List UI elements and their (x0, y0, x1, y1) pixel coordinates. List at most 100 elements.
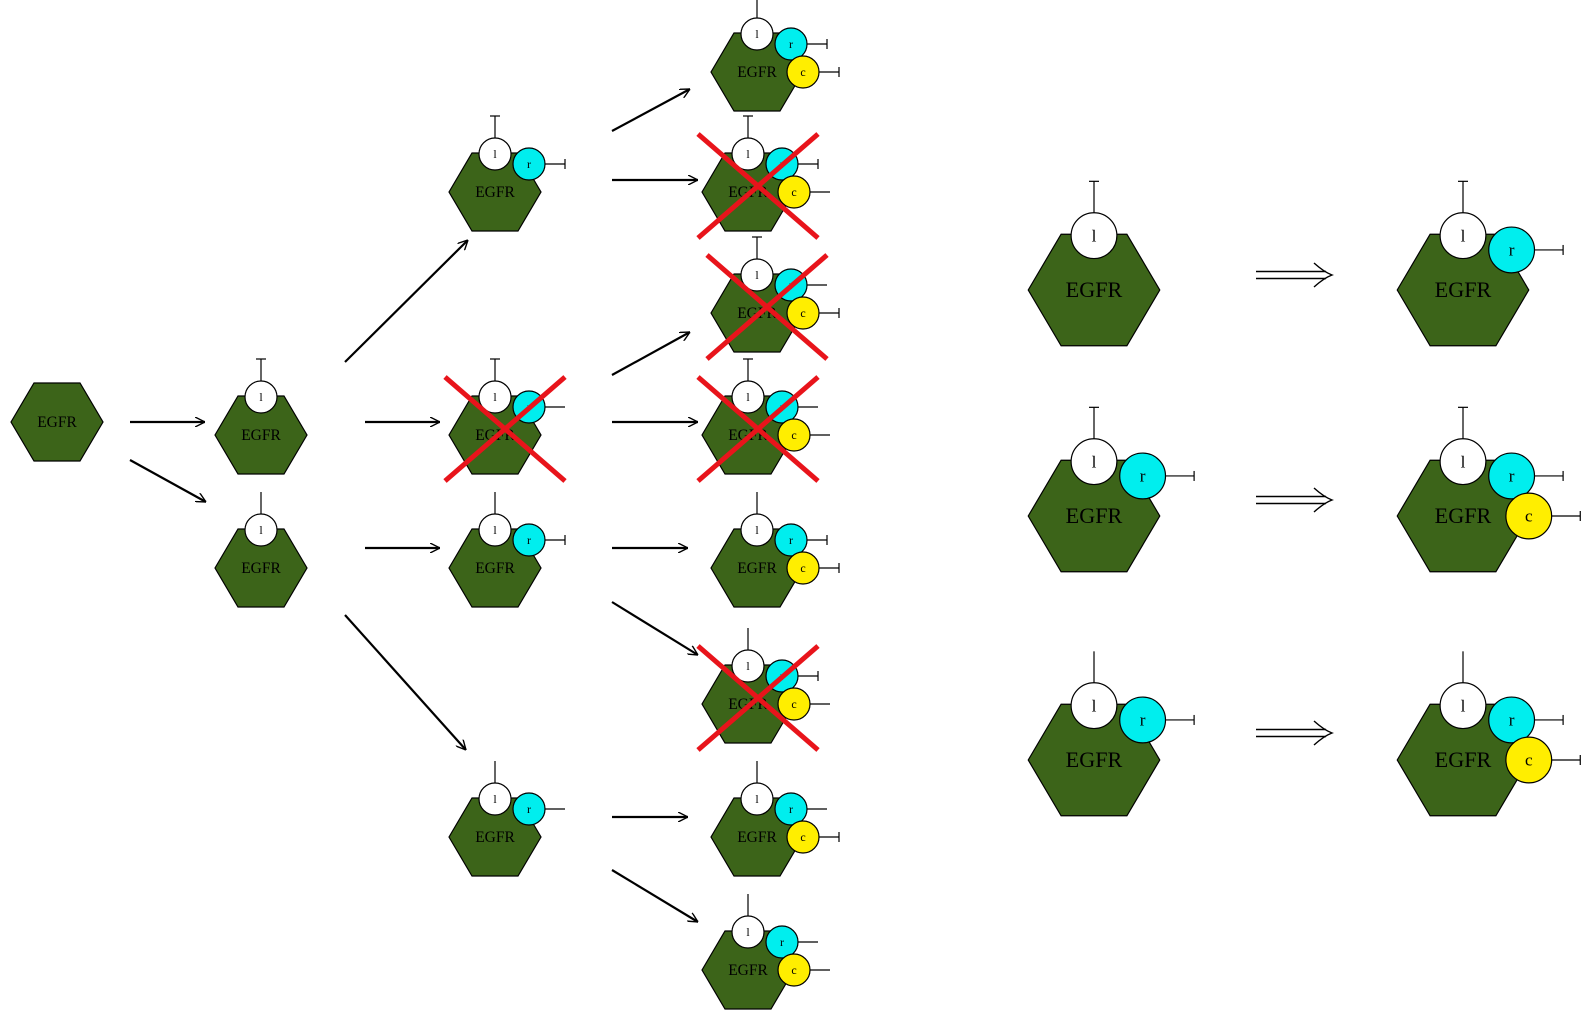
site-r: r (512, 792, 546, 826)
site-l: l (740, 17, 774, 51)
egfr-label: EGFR (737, 829, 777, 846)
egfr-hexagon (214, 395, 308, 475)
site-l: l (1070, 212, 1118, 260)
site-c-circle (1505, 736, 1553, 784)
site-c-label: c (1525, 507, 1533, 526)
site-l-label: l (493, 792, 497, 806)
site-l-circle (1439, 682, 1487, 730)
site-r-circle (512, 523, 546, 557)
site-r-circle (1488, 452, 1536, 500)
site-c: c (786, 820, 820, 854)
egfr-label: EGFR (737, 64, 777, 81)
site-l-circle (478, 513, 512, 547)
site-r: r (774, 523, 808, 557)
site-c-circle (777, 953, 811, 987)
cross-out-mark (705, 253, 829, 361)
site-l-label: l (755, 27, 759, 41)
egfr-label: EGFR (475, 184, 515, 201)
site-l-label: l (1461, 696, 1466, 715)
cross-stroke (696, 375, 820, 483)
site-r: r (1488, 452, 1536, 500)
implies-arrow (1256, 262, 1334, 288)
egfr-label: EGFR (1066, 503, 1123, 528)
site-l-label: l (259, 523, 263, 537)
site-c-circle (786, 551, 820, 585)
site-r-label: r (1140, 711, 1146, 730)
site-l-label: l (493, 147, 497, 161)
tree-node-n5: EGFR l r (448, 492, 566, 608)
site-l-label: l (493, 523, 497, 537)
site-l: l (731, 380, 765, 414)
site-c: c (1505, 736, 1553, 784)
site-r: r (1119, 696, 1167, 744)
site-l-label: l (1092, 226, 1097, 245)
site-r-label: r (780, 935, 784, 949)
implies-arrow (1256, 487, 1334, 513)
tree-node-n11: EGFR l rc (710, 492, 840, 608)
implies-arrow (1256, 720, 1334, 746)
edge-arrow-n2-n6 (344, 614, 466, 750)
site-c-label: c (800, 306, 805, 320)
site-l: l (478, 782, 512, 816)
egfr-hexagon (10, 382, 104, 462)
site-l-circle (731, 380, 765, 414)
site-l: l (478, 513, 512, 547)
site-r-circle (774, 27, 808, 61)
site-r-circle (1119, 696, 1167, 744)
implies-arrow-head (1313, 487, 1334, 513)
site-c-label: c (800, 561, 805, 575)
site-l-label: l (755, 268, 759, 282)
site-r-circle (1488, 226, 1536, 274)
site-l-circle (478, 782, 512, 816)
site-r-label: r (1509, 467, 1515, 486)
site-l-label: l (1092, 452, 1097, 471)
site-l-label: l (1092, 696, 1097, 715)
site-c-circle (777, 418, 811, 452)
site-l-label: l (1461, 452, 1466, 471)
contraction-tree-edges (129, 88, 698, 923)
site-l-label: l (493, 390, 497, 404)
site-l-label: l (746, 925, 750, 939)
egfr-hexagon (214, 528, 308, 608)
cross-out-mark (696, 132, 820, 240)
site-r-label: r (1509, 241, 1515, 260)
site-r: r (512, 523, 546, 557)
egfr-label: EGFR (737, 560, 777, 577)
site-c-circle (777, 175, 811, 209)
site-l-circle (740, 782, 774, 816)
cross-out-mark (443, 375, 567, 483)
implies-arrow-head (1313, 720, 1334, 746)
egfr-label: EGFR (475, 560, 515, 577)
site-l: l (244, 380, 278, 414)
site-c-label: c (1525, 751, 1533, 770)
site-l-label: l (755, 523, 759, 537)
site-c-circle (786, 296, 820, 330)
site-l: l (731, 915, 765, 949)
edge-arrow-n1-n3 (344, 240, 468, 363)
rule-3-lhs: EGFR l r (1027, 651, 1195, 817)
egfr-label: EGFR (1066, 747, 1123, 772)
edge-arrow-n0-n2 (129, 459, 206, 503)
site-l-circle (731, 649, 765, 683)
site-l-circle (1070, 438, 1118, 486)
site-c-label: c (800, 65, 805, 79)
site-r: r (1488, 226, 1536, 274)
site-r-circle (774, 792, 808, 826)
site-l-label: l (259, 390, 263, 404)
site-l-circle (244, 513, 278, 547)
site-r-circle (512, 147, 546, 181)
site-l-circle (740, 17, 774, 51)
site-l-circle (731, 137, 765, 171)
site-l-circle (478, 380, 512, 414)
